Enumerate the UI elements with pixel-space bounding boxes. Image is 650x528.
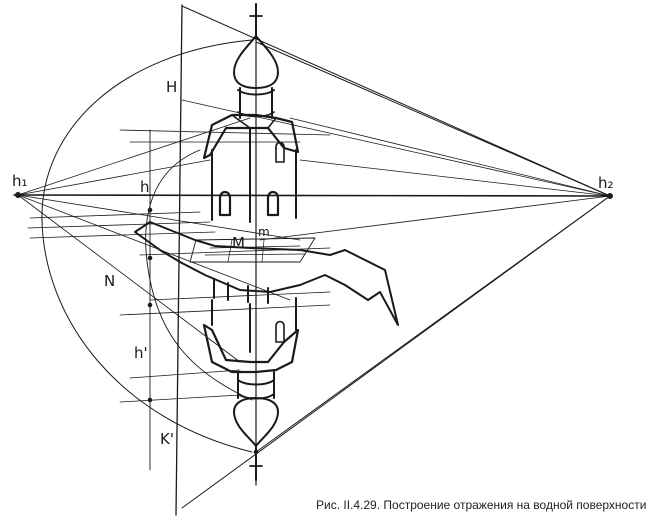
ray-h1-d bbox=[17, 194, 291, 301]
ray-dome-h2 bbox=[255, 41, 611, 197]
label-h-prime: h' bbox=[134, 344, 148, 362]
ray-low-h2 bbox=[181, 195, 611, 509]
roof-reflection bbox=[202, 323, 300, 374]
label-K-prime: K' bbox=[160, 430, 174, 448]
figure-caption: Рис. II.4.29. Построение отражения на во… bbox=[316, 498, 647, 512]
water-platform bbox=[134, 221, 399, 326]
ray-top-h2 bbox=[181, 5, 611, 197]
label-m: m bbox=[258, 225, 270, 239]
dome-reflection bbox=[233, 397, 279, 447]
label-h: h bbox=[140, 178, 150, 196]
wall-reflection bbox=[211, 297, 297, 353]
label-N: N bbox=[104, 272, 115, 290]
dome-top bbox=[233, 35, 279, 89]
inner-arc bbox=[145, 149, 253, 401]
ray-mid-h2 bbox=[299, 159, 611, 197]
vertical-construction-line bbox=[175, 4, 183, 516]
measuring-arc bbox=[41, 39, 253, 453]
ray-h1-b bbox=[17, 159, 211, 196]
horizon-line bbox=[13, 194, 613, 197]
ray-roof2-h2 bbox=[289, 117, 611, 197]
ray-water-h2 bbox=[259, 195, 611, 241]
label-H: H bbox=[166, 78, 177, 96]
ray-h1-a bbox=[17, 117, 251, 196]
label-h1: h₁ bbox=[12, 172, 28, 190]
ray-h1-c bbox=[17, 194, 301, 241]
wall-top bbox=[211, 127, 297, 223]
ray-h1-e bbox=[17, 194, 241, 363]
label-M: M bbox=[232, 234, 245, 252]
label-h2: h₂ bbox=[598, 174, 614, 192]
